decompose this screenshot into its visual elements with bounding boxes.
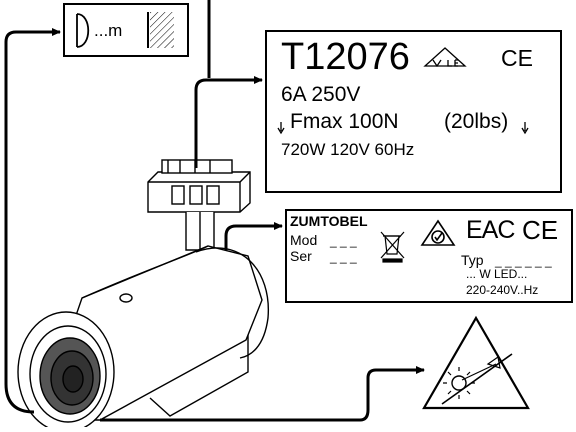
- adapter-label-box: [265, 30, 562, 193]
- adapter-rating: 6A 250V: [281, 83, 361, 106]
- track-adapter: [147, 159, 251, 251]
- ce-mark-icon: CE: [522, 215, 559, 245]
- voltage-text: 220-240V..Hz: [466, 283, 539, 297]
- adapter-model: T12076: [281, 36, 410, 78]
- vde-mark-icon: [423, 47, 467, 68]
- mod-label: Mod: [290, 232, 318, 248]
- mod-value: _ _ _: [330, 234, 357, 248]
- arrow-to-warning: [100, 366, 425, 422]
- arrow-to-adapter-label: [194, 76, 263, 168]
- wall-hatch: [150, 12, 174, 48]
- distance-label-box: [63, 3, 189, 57]
- do-not-look-into-light-warning-icon: [422, 315, 530, 410]
- led-text: ... W LED...: [466, 267, 528, 281]
- connector-lines: [4, 28, 425, 422]
- typ-label: Typ: [461, 252, 484, 268]
- ser-label: Ser: [290, 248, 312, 264]
- adapter-force: Fmax 100N: [290, 110, 399, 133]
- down-arrow-icon: [521, 122, 529, 135]
- ser-value: _ _ _: [330, 250, 357, 264]
- adapter-force-lbs: (20lbs): [444, 110, 509, 133]
- arrow-to-rating-plate: [224, 222, 283, 250]
- brand-name: ZUMTOBEL: [290, 213, 368, 229]
- crossed-out-bin-icon: [380, 231, 405, 263]
- light-beam-icon: [76, 13, 90, 48]
- adapter-power: 720W 120V 60Hz: [281, 140, 415, 159]
- typ-value: _ _ _ _ _ _: [495, 254, 552, 268]
- spotlight-body: [17, 245, 269, 432]
- arrow-to-distance-label: [4, 28, 61, 384]
- rating-plate-box: [285, 209, 573, 303]
- eac-mark-icon: EAC: [466, 216, 515, 244]
- arrow-base-line: [4, 383, 35, 414]
- rcm-mark-icon: [420, 219, 456, 246]
- ce-mark-icon: CE: [501, 45, 533, 71]
- down-arrow-icon: [277, 122, 285, 135]
- distance-text: ...m: [94, 21, 123, 40]
